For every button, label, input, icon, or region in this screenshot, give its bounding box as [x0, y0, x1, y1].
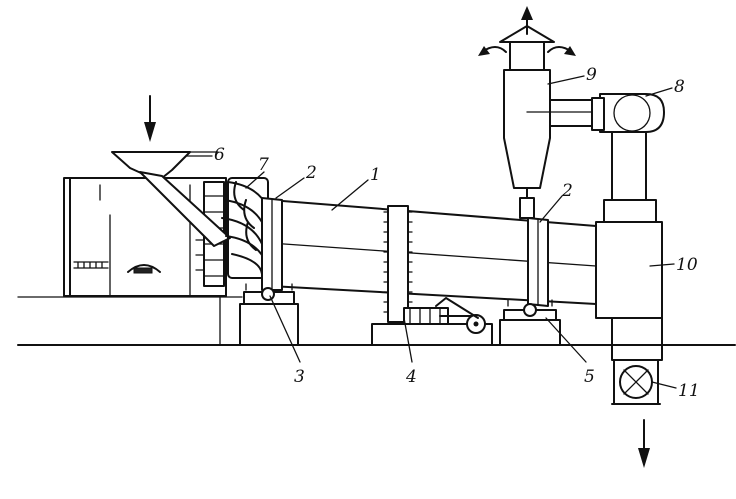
- label-bandage-outlet: 2: [561, 181, 573, 201]
- label-rotary-valve: 11: [678, 381, 700, 401]
- label-lifting-blades: 7: [258, 155, 269, 175]
- leader-lines: [185, 75, 677, 389]
- exhaust-fan: [591, 93, 665, 133]
- bandage-ring-outlet: [527, 217, 549, 307]
- bandage-ring-inlet: [261, 197, 283, 291]
- support-roller-inlet: [239, 283, 299, 346]
- support-roller-outlet: [499, 299, 561, 346]
- label-bandage-inlet: 2: [305, 163, 317, 183]
- double-arrow-icon: [478, 6, 576, 56]
- feed-hopper: [111, 151, 231, 247]
- drive-assembly: [371, 297, 493, 346]
- label-support-roller-outlet: 5: [584, 367, 595, 387]
- label-drum: 1: [370, 165, 381, 185]
- label-support-roller-inlet: 3: [294, 367, 305, 387]
- label-hopper: 6: [214, 145, 225, 165]
- arrow-down-icon: [638, 419, 650, 468]
- label-cyclone: 9: [586, 65, 597, 85]
- label-fan: 8: [674, 77, 685, 97]
- rotary-valve-icon: [611, 359, 661, 405]
- furnace: [63, 177, 227, 297]
- arrow-down-icon: [144, 95, 156, 142]
- cyclone: [499, 25, 593, 219]
- outlet-chamber: [595, 107, 663, 361]
- label-gear-drive: 4: [405, 367, 417, 387]
- label-outlet-chamber: 10: [676, 255, 698, 275]
- gear-crown: [383, 205, 413, 323]
